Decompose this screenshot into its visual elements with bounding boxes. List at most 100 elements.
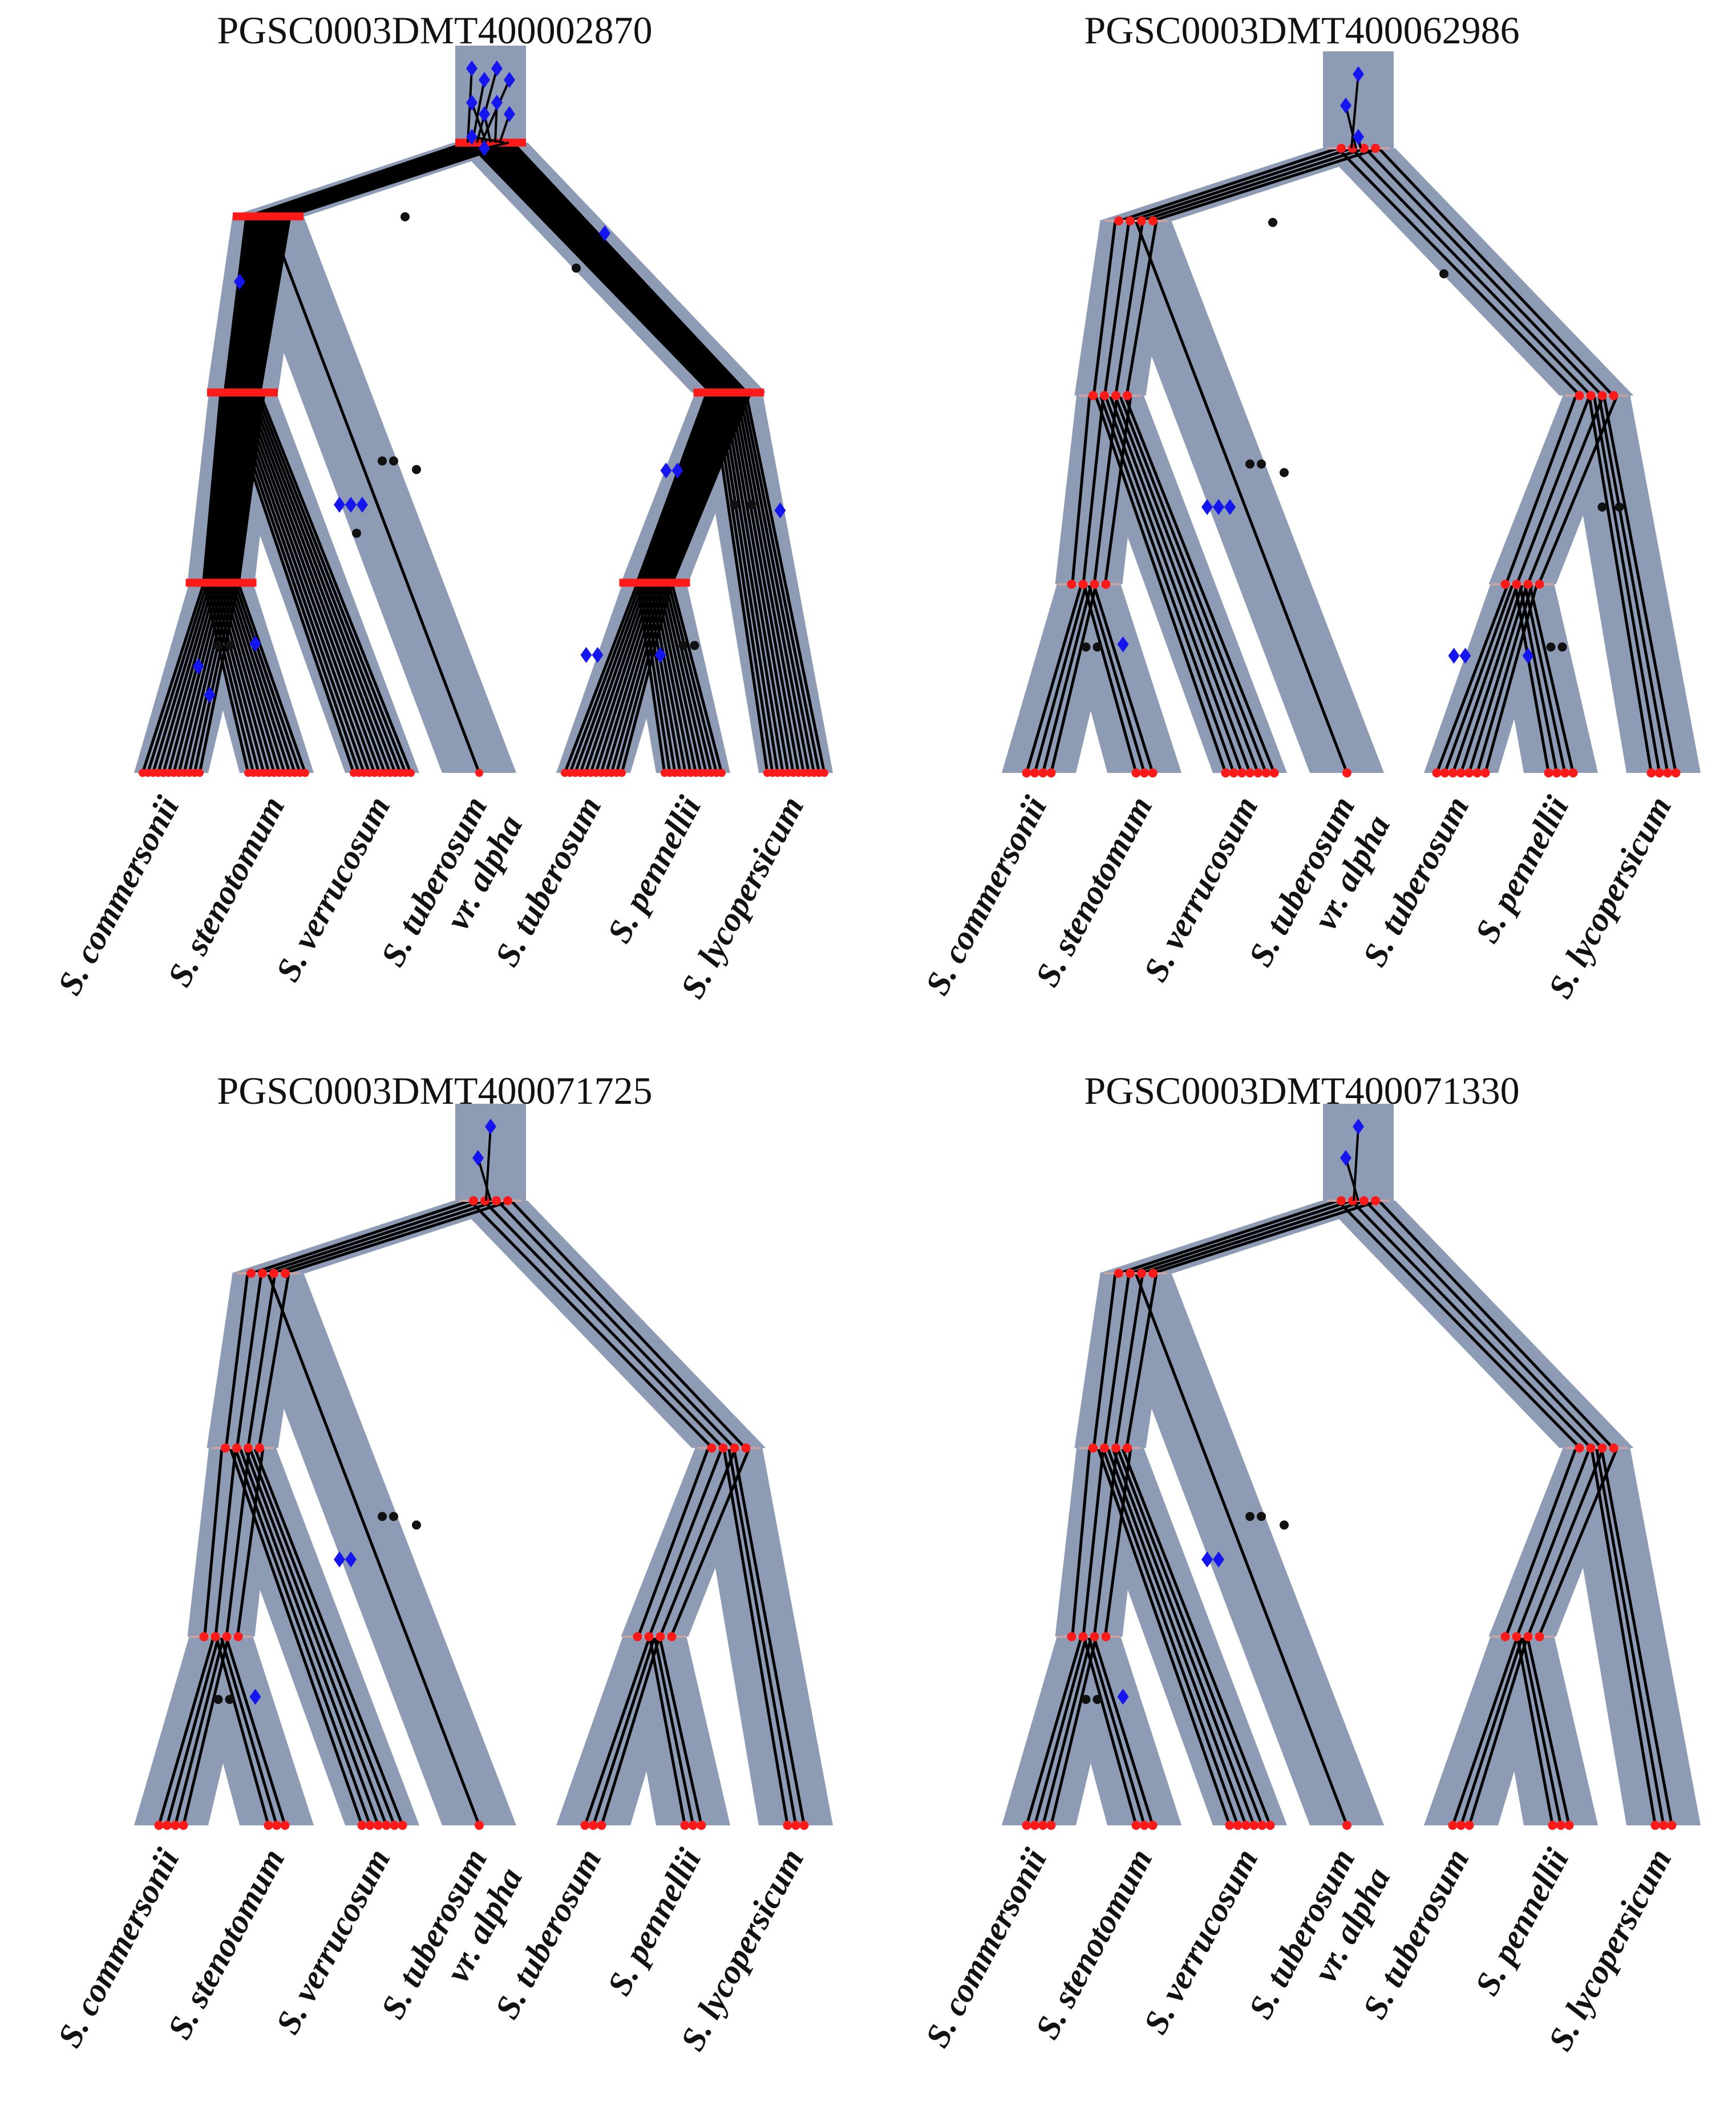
duplication-node [1340,98,1351,114]
species-label-line: S. verrucosum [1136,790,1265,987]
reconciled-tree [1002,1104,1701,1830]
gene-lineage [1130,1199,1352,1275]
loss-node [747,500,756,509]
gene-lineage [471,102,487,143]
leaf-gene-node [1650,1821,1660,1830]
leaf-gene-node [589,1821,598,1830]
duplication-node [1340,1150,1351,1166]
gene-lineage [741,392,821,773]
gene-lineage [249,392,397,773]
speciation-node [222,1632,232,1642]
gene-lineage [266,216,481,773]
gene-lineage [241,216,273,393]
species-band [455,46,526,148]
speciation-node [1500,580,1510,589]
leaf-gene-node [618,769,626,777]
gene-lineage [645,582,682,773]
gene-lineage [235,1273,263,1448]
gene-lineage [220,392,247,584]
gene-lineage [1111,1447,1256,1826]
gene-lineage [1103,395,1132,585]
gene-lineage [226,216,254,393]
duplication-node [466,95,477,111]
duplication-node [466,60,477,76]
gene-lineage [255,392,407,773]
gene-lineage [648,391,726,584]
gene-lineage [182,1636,230,1826]
speciation-node [1137,216,1146,226]
gene-lineage [645,391,722,584]
duplication-node [774,502,786,519]
speciation-node [1111,1443,1120,1453]
gene-lineage [732,1448,806,1826]
speciation-node [655,1632,665,1642]
gene-lineage [509,140,747,395]
gene-lineage [284,140,512,219]
speciation-node [1609,1443,1618,1453]
gene-lineage [657,391,737,584]
gene-lineage [218,582,276,773]
species-label-line: S. verrucosum [269,1842,398,2040]
duplication-node [485,1119,496,1135]
speciation-node [1101,580,1111,589]
duplication-node [1224,499,1236,515]
speciation-node [1337,1196,1346,1205]
speciation-node [1348,1196,1357,1205]
leaf-gene-node [1265,1821,1275,1830]
gene-lineage [225,1448,251,1637]
gene-lineage [211,392,236,584]
duplication-node [479,140,490,156]
gene-lineage [232,216,262,393]
duplication-node [234,273,245,290]
loss-node [1268,218,1277,227]
gene-lineage [1140,147,1366,222]
gene-lineage [1101,1447,1240,1826]
gene-lineage [215,1636,270,1826]
gene-lineage [1364,147,1603,397]
gene-lineage [568,582,642,773]
speciation-node [1123,391,1132,400]
gene-lineage [229,216,258,393]
gene-lineage [738,392,816,773]
gene-lineage [215,582,270,773]
speciation-node [1586,1443,1596,1453]
duplication-node [504,106,515,122]
gene-lineage [234,392,266,584]
species-label-line: S. verrucosum [269,790,398,987]
gene-lineage [471,79,485,143]
speciation-node-bar [233,212,304,221]
gene-lineage [253,1447,404,1826]
leaf-gene-node [1221,768,1231,777]
leaf-gene-node [1131,768,1141,777]
leaf-gene-node [1654,768,1664,777]
gene-lineage [1082,1636,1138,1826]
duplication-node [1459,647,1471,664]
leaf-gene-node [1237,768,1247,777]
gene-lineage [1092,584,1154,773]
duplication-node [334,1551,345,1568]
gene-lineage [1451,584,1519,773]
loss-node [572,264,581,273]
gene-lineage [246,1273,277,1448]
leaf-gene-node [1131,1821,1141,1830]
leaf-gene-node [1464,768,1474,777]
speciation-node [1148,1269,1158,1278]
loss-node [1439,269,1448,278]
leaf-gene-node [1140,768,1149,777]
gene-lineage [1592,395,1661,773]
leaf-gene-node [171,1821,180,1830]
gene-lineage [1114,220,1144,396]
speciation-node [1114,1269,1123,1278]
gene-lineage [256,216,292,393]
duplication-node [1117,1688,1129,1705]
speciation-node [1371,144,1380,153]
speciation-node [221,1443,230,1453]
leaf-gene-node [1249,1821,1259,1830]
gene-lineage [266,1273,481,1826]
duplication-node [671,462,683,479]
gene-lineage [242,392,386,773]
